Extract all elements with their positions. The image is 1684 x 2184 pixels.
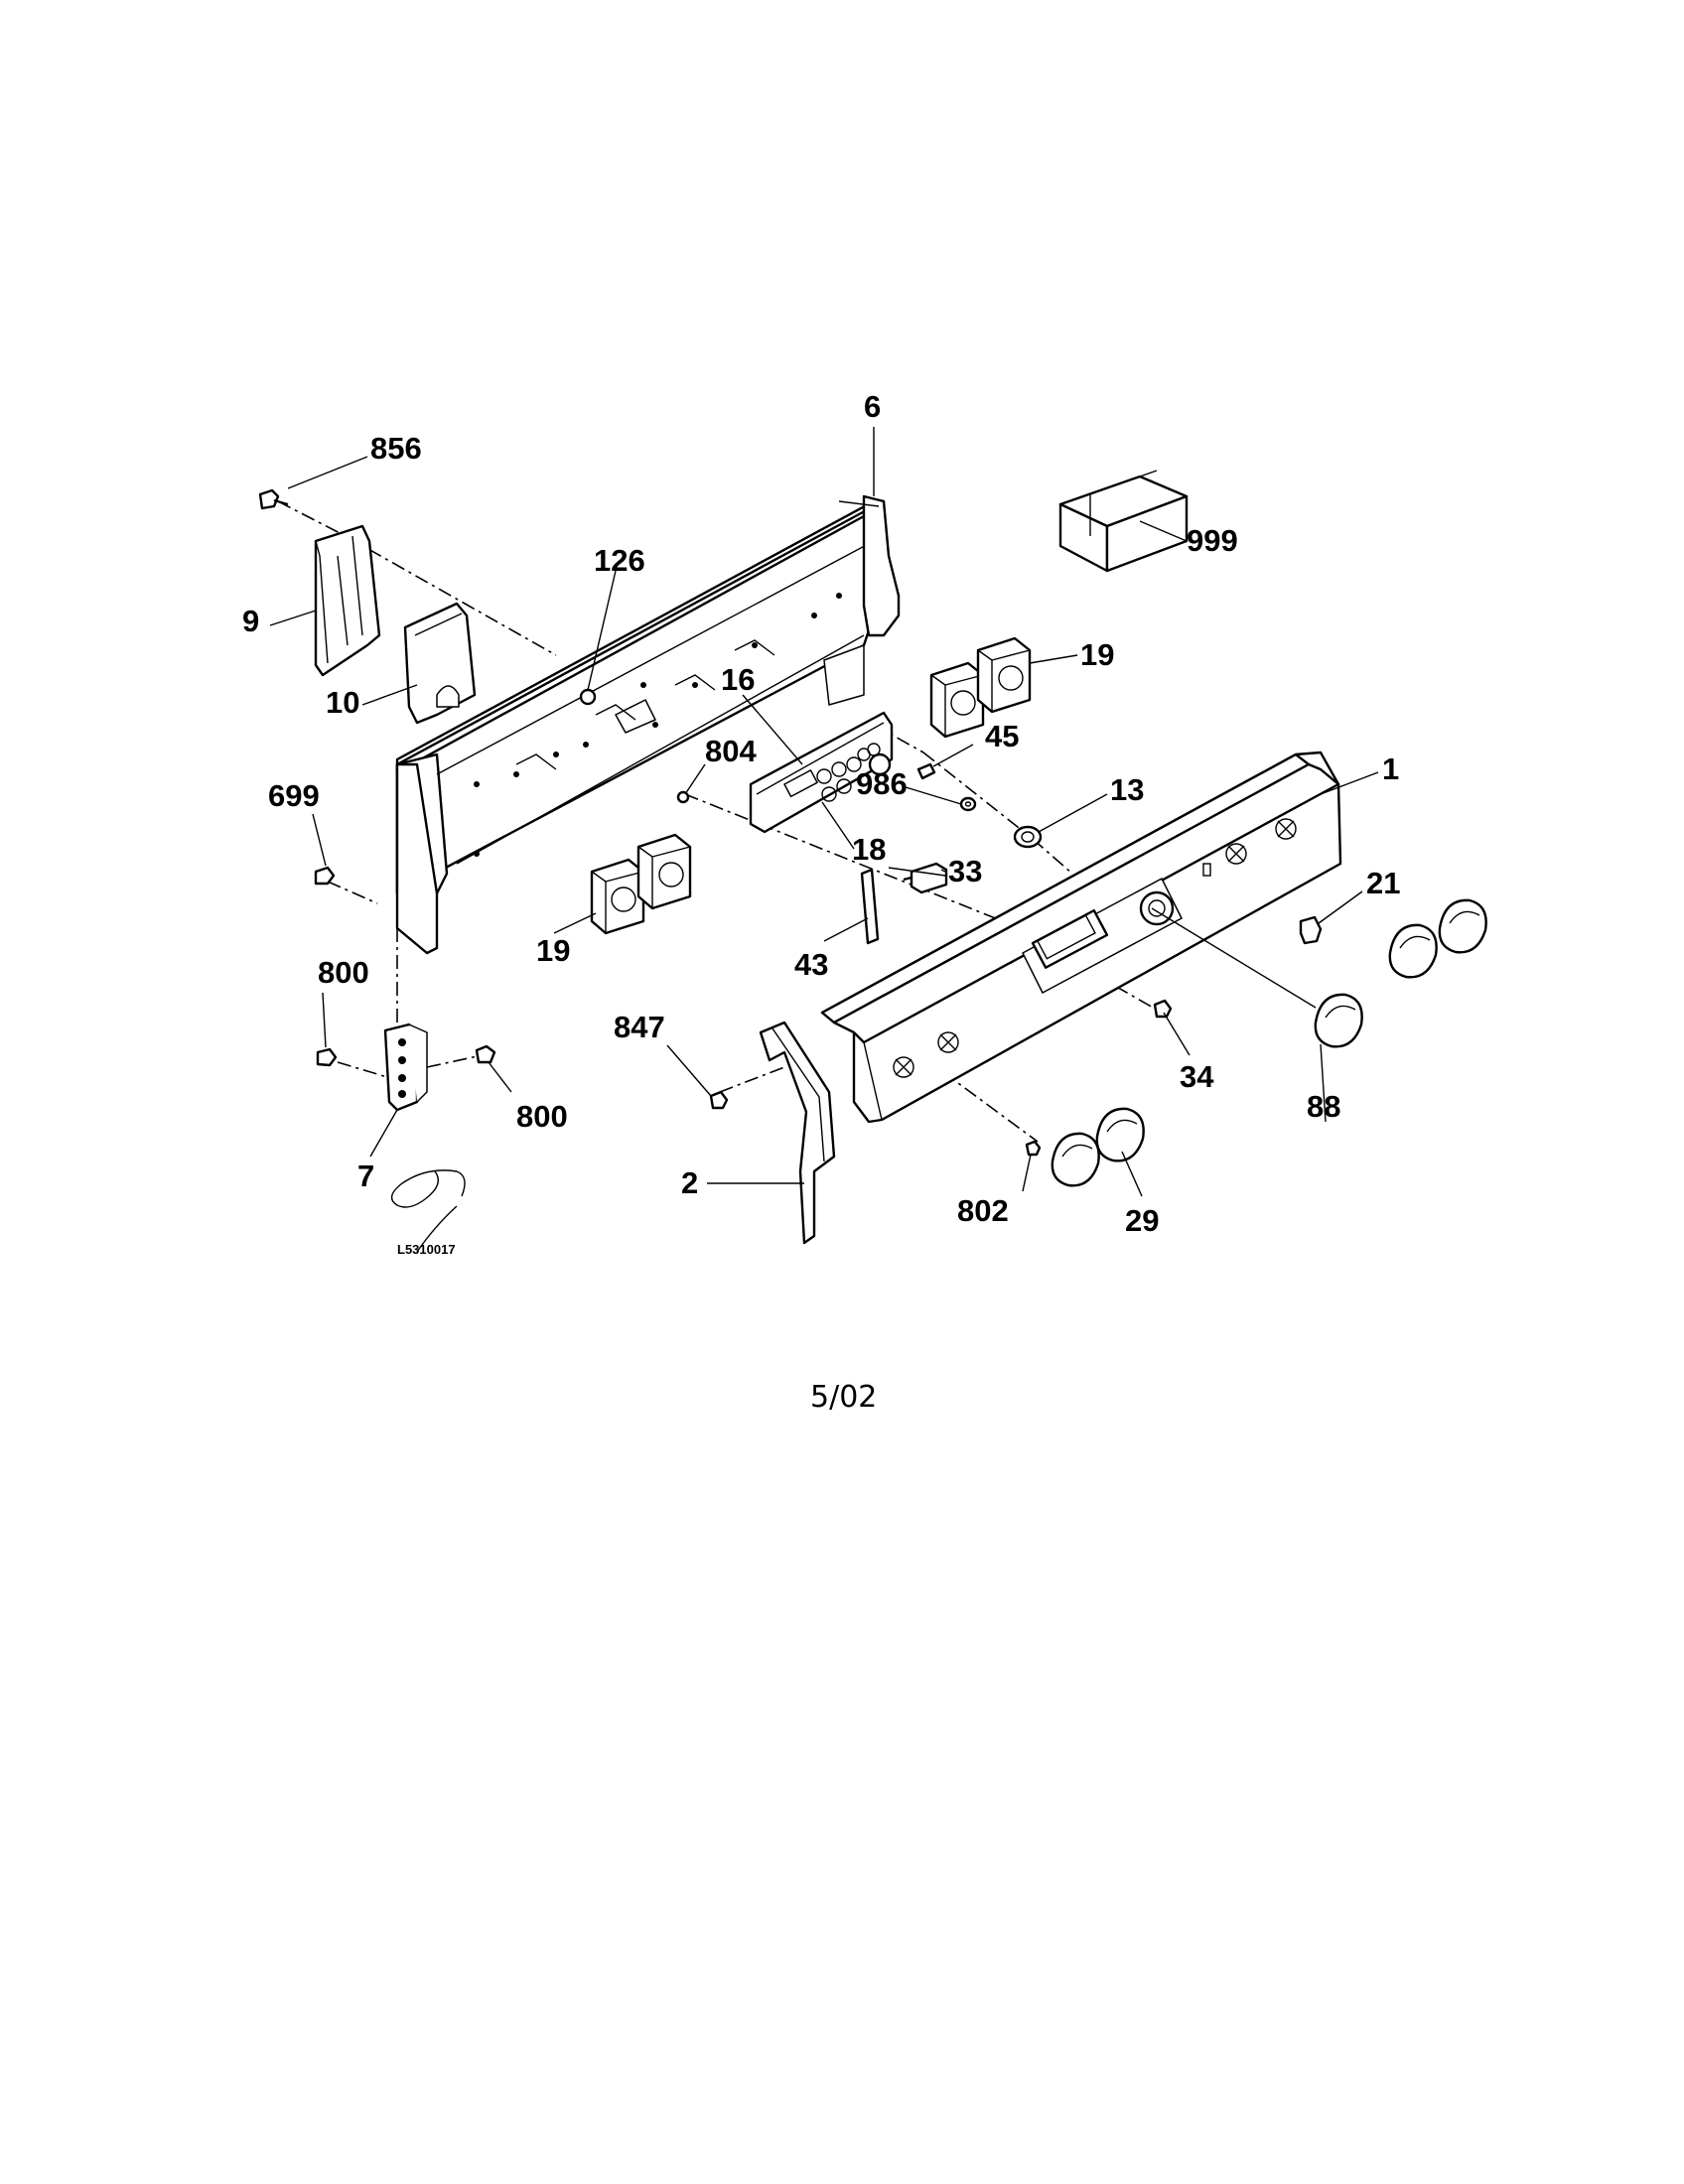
part-43-spacer <box>860 868 880 945</box>
part-800-screw-left <box>316 1047 338 1067</box>
drawing-code-stamp: L5310017 <box>390 1169 466 1257</box>
part-34-screw <box>1153 999 1173 1019</box>
part-13-bezel <box>1013 825 1043 849</box>
label-29: 29 <box>1125 1203 1159 1238</box>
label-999: 999 <box>1187 523 1238 558</box>
label-9: 9 <box>242 604 259 638</box>
drawing-code: L5310017 <box>397 1242 456 1257</box>
label-800-right: 800 <box>516 1099 568 1134</box>
label-21: 21 <box>1366 866 1400 900</box>
part-7-bracket <box>383 1023 428 1112</box>
part-802-screw <box>1025 1140 1042 1157</box>
part-16-control-board <box>749 711 894 834</box>
revision-date: 5/02 <box>810 1380 877 1415</box>
label-13: 13 <box>1110 772 1144 807</box>
label-1: 1 <box>1382 751 1399 786</box>
part-33-switch <box>903 862 948 894</box>
part-699-screw <box>314 866 336 886</box>
part-999-box <box>1058 470 1189 573</box>
label-45: 45 <box>985 719 1019 753</box>
label-699: 699 <box>268 778 320 813</box>
label-34: 34 <box>1180 1059 1214 1094</box>
label-2: 2 <box>681 1165 698 1200</box>
label-18: 18 <box>852 832 886 867</box>
part-986-washer <box>959 796 977 812</box>
part-21-clip <box>1299 915 1323 945</box>
label-19-lower: 19 <box>536 933 570 968</box>
label-19-upper: 19 <box>1080 637 1114 672</box>
label-43: 43 <box>794 947 828 982</box>
label-126: 126 <box>594 543 645 578</box>
label-88: 88 <box>1307 1089 1340 1124</box>
part-804-screw <box>676 790 690 804</box>
label-10: 10 <box>326 685 359 720</box>
burner-knobs-right <box>1388 898 1487 979</box>
part-2-end-cap <box>759 1021 836 1245</box>
leader-lines <box>269 427 1379 1197</box>
part-126-plug <box>579 688 597 706</box>
label-16: 16 <box>721 662 755 697</box>
part-29-knobs <box>1051 1107 1145 1187</box>
part-labels: 856 6 999 126 9 10 16 19 45 804 1 699 98… <box>242 389 1400 1238</box>
label-7: 7 <box>357 1159 374 1193</box>
part-88-knob <box>1314 993 1363 1048</box>
part-10-bracket <box>403 602 477 725</box>
part-19-switches-upper <box>929 636 1032 739</box>
label-6: 6 <box>864 389 881 424</box>
part-6-rear-frame <box>395 494 901 955</box>
label-856: 856 <box>370 431 422 466</box>
part-9-bracket <box>314 524 381 677</box>
part-800-screw-right <box>475 1044 496 1064</box>
label-802: 802 <box>957 1193 1009 1228</box>
part-45-clip <box>916 762 936 780</box>
part-1-control-panel <box>820 751 1342 1124</box>
label-800-left: 800 <box>318 955 369 990</box>
label-986: 986 <box>856 766 908 801</box>
label-33: 33 <box>948 854 982 888</box>
label-847: 847 <box>614 1010 665 1044</box>
label-804: 804 <box>705 734 757 768</box>
part-856-screw <box>258 488 289 510</box>
part-847-screw <box>709 1090 729 1110</box>
part-19-switches-lower <box>590 833 692 935</box>
